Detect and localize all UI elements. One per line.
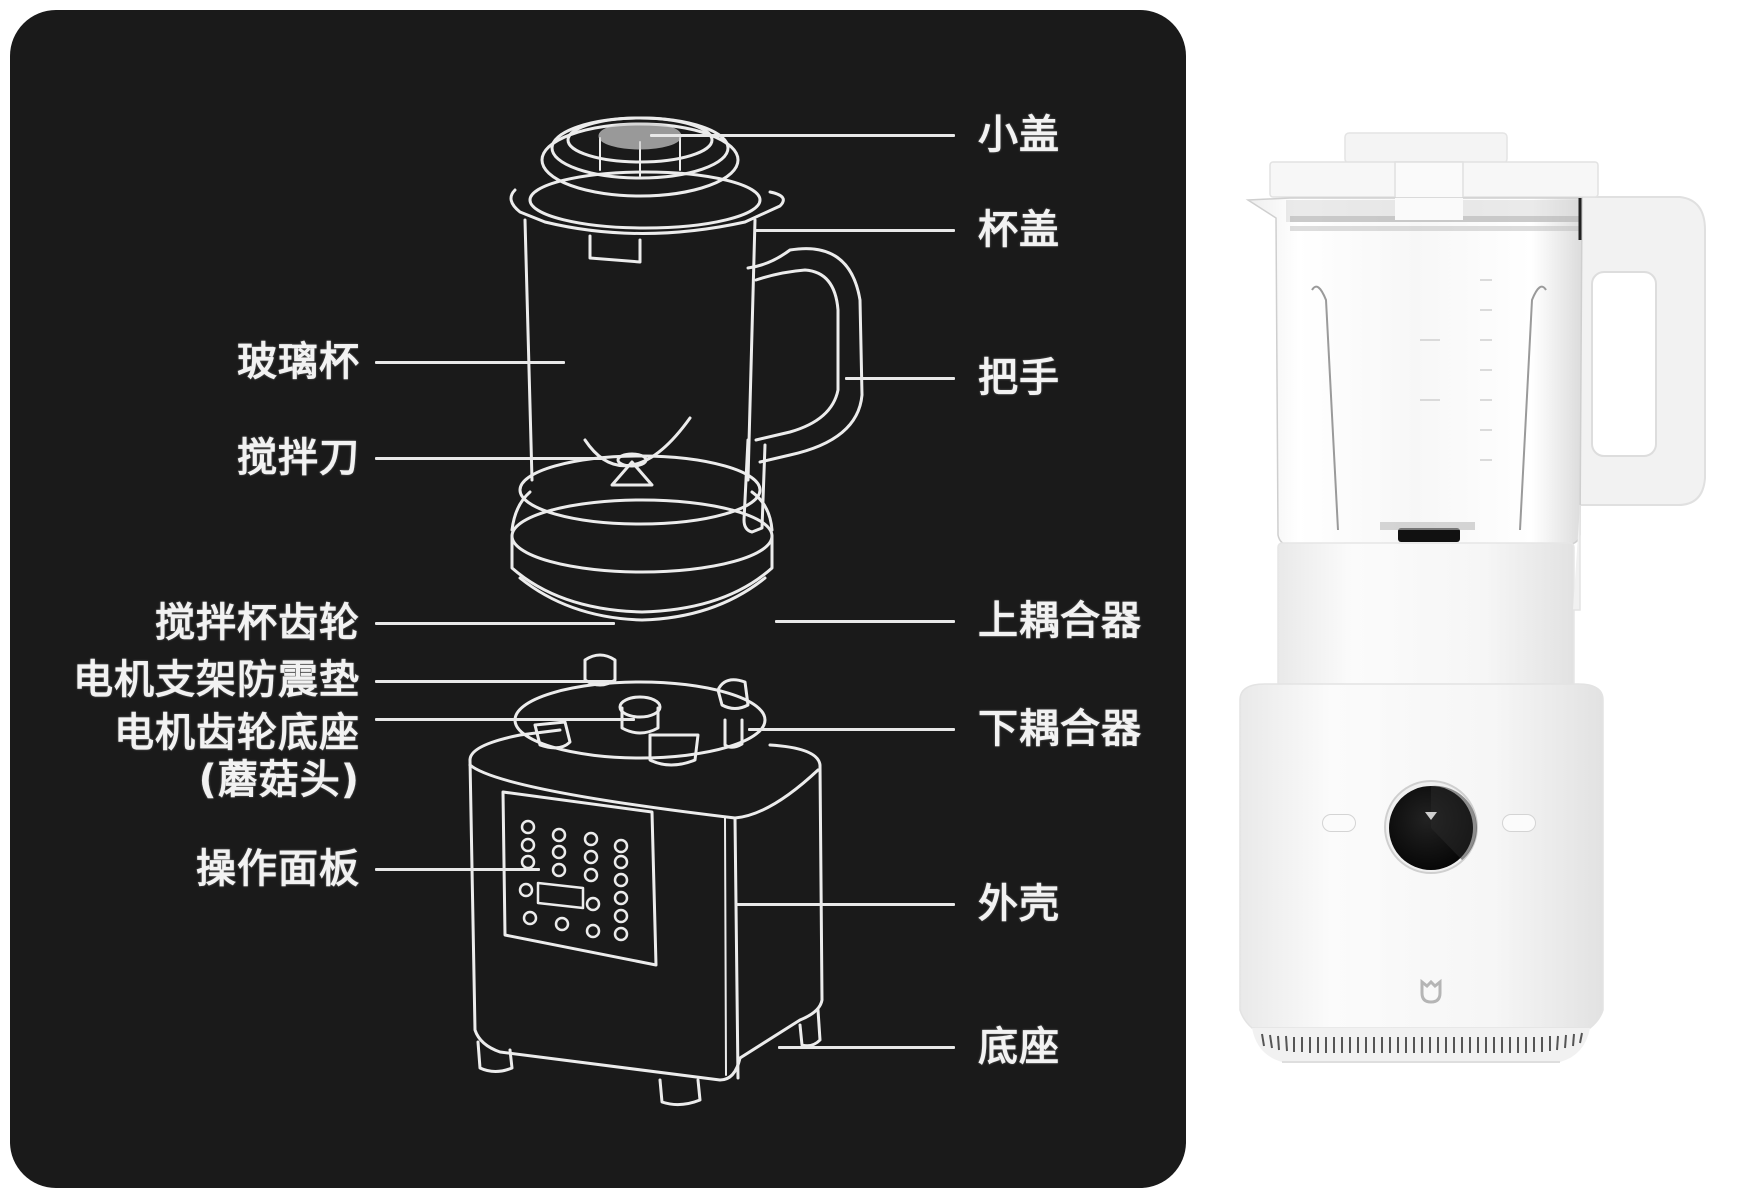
label-glass-jar: 玻璃杯 — [237, 339, 360, 385]
label-lower-coupler: 下耦合器 — [978, 706, 1142, 752]
jar-base-drawing — [510, 454, 774, 622]
blender-line-drawing — [468, 116, 864, 1107]
glass-jar — [1245, 197, 1583, 546]
label-housing: 外壳 — [978, 881, 1060, 927]
label-base: 底座 — [978, 1024, 1060, 1070]
leader-line-housing — [735, 903, 955, 906]
product-photo — [1239, 132, 1706, 1063]
leader-line-jar-gear — [375, 622, 615, 625]
leader-line-lower-coupler — [748, 728, 955, 731]
label-blade: 搅拌刀 — [237, 435, 360, 481]
label-handle: 把手 — [978, 355, 1060, 401]
small-lid-drawing — [540, 116, 740, 198]
wifi-icon — [1425, 812, 1437, 820]
control-dial[interactable] — [1384, 780, 1478, 874]
leader-line-control-panel — [375, 868, 540, 871]
label-upper-coupler: 上耦合器 — [978, 598, 1142, 644]
small-lid — [1344, 132, 1508, 164]
mijia-logo-icon — [1420, 978, 1442, 1004]
leader-line-glass-jar — [375, 361, 565, 364]
label-jar-gear: 搅拌杯齿轮 — [155, 600, 360, 646]
left-button[interactable] — [1322, 814, 1356, 832]
label-small-lid: 小盖 — [978, 112, 1060, 158]
jar-lid — [1269, 161, 1599, 220]
leader-line-upper-coupler — [775, 620, 955, 623]
leader-line-small-lid — [650, 134, 955, 137]
glass-jar-drawing — [523, 218, 864, 534]
leader-line-handle — [845, 377, 955, 380]
leader-line-motor-mount-damper — [375, 680, 615, 683]
motor-housing-drawing — [468, 728, 824, 1107]
label-motor-gear-base: 电机齿轮底座 — [114, 710, 360, 756]
control-buttons-drawing — [518, 819, 629, 942]
leader-line-blade — [375, 457, 605, 460]
right-button[interactable] — [1502, 814, 1536, 832]
label-jar-lid: 杯盖 — [978, 207, 1060, 253]
label-motor-gear-base-note: (蘑菇头) — [198, 757, 360, 803]
vent-grille — [1261, 1032, 1583, 1053]
leader-line-motor-gear-base — [375, 718, 635, 721]
leader-line-base — [778, 1046, 955, 1049]
jar-lid-drawing — [509, 170, 785, 264]
exploded-diagram-panel: 小盖 杯盖 把手 上耦合器 下耦合器 外壳 底座 玻璃杯 搅拌刀 搅拌杯齿轮 电… — [10, 10, 1186, 1188]
label-motor-mount-damper: 电机支架防震垫 — [73, 657, 360, 703]
blade-drawing — [583, 416, 692, 487]
motor-top-drawing — [513, 653, 767, 767]
jar-handle — [1579, 196, 1706, 506]
leader-line-jar-lid — [755, 229, 955, 232]
label-control-panel: 操作面板 — [196, 846, 360, 892]
